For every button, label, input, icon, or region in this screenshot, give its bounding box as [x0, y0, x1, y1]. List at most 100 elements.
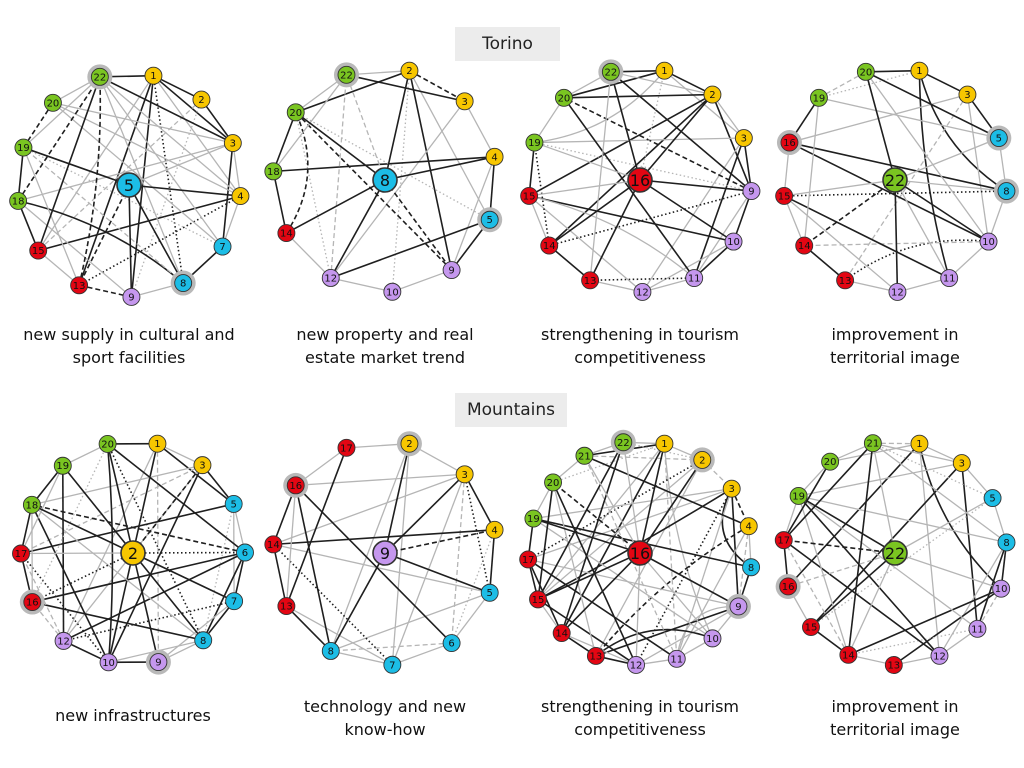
network-node: 3 — [193, 456, 212, 475]
node-label: 16 — [782, 582, 795, 593]
node-circle — [529, 590, 547, 609]
network-edge — [610, 71, 713, 96]
network-edge — [918, 443, 941, 656]
network-edge — [272, 112, 297, 172]
network-node: 15 — [29, 241, 48, 260]
node-label: 19 — [527, 514, 540, 525]
node-circle — [729, 597, 748, 616]
network-node: 4 — [485, 520, 504, 539]
network-node: 9 — [442, 261, 461, 279]
node-circle — [383, 282, 402, 301]
network-edge — [622, 442, 641, 554]
network-node: 5 — [986, 125, 1012, 151]
node-label: 13 — [280, 602, 293, 613]
node-circle — [722, 479, 741, 498]
node-circle — [223, 134, 242, 152]
node-circle — [882, 167, 908, 193]
network-edge — [128, 184, 133, 297]
network-node: 13 — [70, 276, 89, 295]
network-node: 19 — [525, 133, 544, 152]
network-node: 17 — [519, 550, 538, 569]
network-edge — [639, 94, 714, 181]
network-edge — [450, 156, 496, 271]
network-edge — [663, 443, 678, 659]
node-label: 1 — [661, 439, 667, 450]
network-edge — [62, 465, 134, 554]
node-label: 14 — [798, 241, 811, 252]
network-node: 10 — [724, 232, 743, 251]
network-node: 17 — [337, 438, 356, 457]
network-node: 5 — [477, 207, 503, 233]
network-node: 1 — [910, 434, 929, 453]
network-edge — [132, 552, 204, 641]
network-edge — [132, 552, 160, 663]
network-edge — [52, 102, 233, 144]
network-node: 1 — [910, 61, 929, 80]
network-edge — [528, 195, 734, 243]
node-label: 12 — [933, 651, 946, 662]
network-edge — [392, 642, 452, 666]
node-circle — [148, 434, 167, 453]
network-edge — [818, 97, 999, 139]
node-circle — [520, 186, 539, 205]
network-node: 3 — [734, 129, 753, 147]
node-label: 8 — [748, 563, 754, 574]
node-label: 1 — [150, 71, 156, 82]
node-circle — [122, 288, 141, 306]
node-label: 15 — [532, 595, 545, 606]
network-node: 18 — [22, 495, 41, 514]
network-edge — [635, 605, 739, 666]
network-edge — [106, 443, 134, 554]
node-label: 11 — [670, 654, 683, 665]
network-node: 22 — [333, 62, 359, 88]
network-edge — [22, 147, 80, 286]
network-node: 20 — [286, 103, 305, 122]
node-circle — [120, 540, 146, 566]
node-circle — [12, 544, 30, 563]
node-circle — [627, 540, 653, 566]
network-node: 5 — [224, 495, 243, 513]
network-edge — [384, 473, 466, 554]
network-edge — [450, 474, 466, 644]
node-label: 16 — [630, 171, 650, 190]
network-node: 7 — [213, 237, 232, 256]
network-edge — [384, 552, 490, 594]
network-edge — [894, 179, 989, 243]
node-circle — [983, 489, 1002, 507]
network-edge — [787, 552, 896, 588]
network-node: 11 — [685, 269, 704, 287]
network-edge — [38, 195, 241, 252]
network-node: 2 — [400, 61, 419, 80]
network-node: 20 — [544, 473, 563, 492]
node-circle — [442, 634, 461, 652]
network-edge — [894, 497, 993, 554]
network-edge — [798, 495, 896, 554]
network-edge — [295, 69, 410, 114]
network-node: 6 — [442, 634, 461, 652]
node-label: 10 — [995, 584, 1008, 595]
node-circle — [286, 103, 305, 122]
node-label: 22 — [340, 70, 353, 81]
node-circle — [9, 191, 28, 210]
node-circle — [193, 456, 212, 475]
node-circle — [775, 186, 794, 205]
node-circle — [525, 133, 544, 152]
network-edge — [583, 455, 641, 554]
network-node: 9 — [725, 593, 751, 619]
network-edge — [384, 70, 411, 181]
network-node: 2 — [703, 85, 722, 104]
network-edge — [595, 605, 739, 657]
network-edge — [663, 443, 714, 639]
network-edge — [527, 558, 678, 660]
node-label: 20 — [101, 439, 114, 450]
node-label: 14 — [555, 629, 568, 640]
network-edge — [99, 76, 241, 197]
network-edge — [295, 484, 453, 644]
caption-line: territorial image — [830, 720, 960, 739]
node-label: 5 — [996, 134, 1002, 145]
node-label: 6 — [448, 639, 454, 650]
node-label: 15 — [523, 191, 536, 202]
